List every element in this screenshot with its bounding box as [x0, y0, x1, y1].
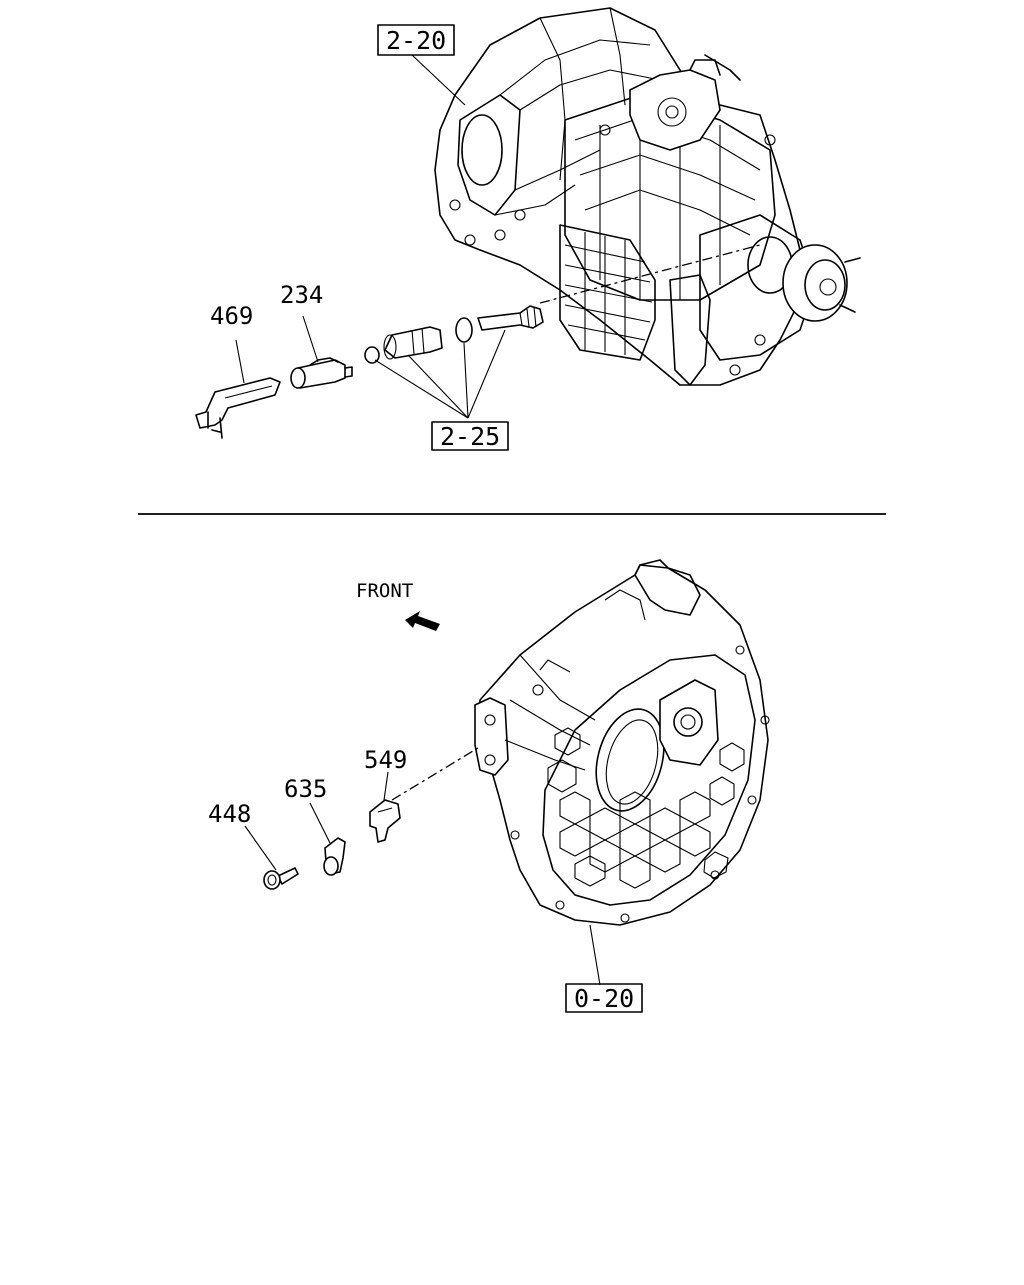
- speedometer-driven-gear-parts: [195, 305, 544, 439]
- part-number-448: 448: [208, 800, 251, 828]
- leader-635: [309, 802, 331, 844]
- front-direction-indicator: FRONT: [356, 580, 440, 631]
- callout-ref-2-20: 2-20: [377, 24, 455, 56]
- front-arrow-icon: [405, 611, 440, 631]
- leader-549: [383, 771, 389, 801]
- crank-position-sensor-parts: [263, 799, 401, 890]
- callout-ref-2-25: 2-25: [431, 421, 509, 451]
- part-number-234: 234: [280, 281, 323, 309]
- callout-ref-2-20-text: 2-20: [386, 26, 446, 55]
- leader-0-20: [589, 924, 601, 986]
- leader-469: [235, 339, 245, 384]
- transmission-assembly: [434, 7, 861, 386]
- leader-448: [244, 825, 277, 871]
- callout-ref-2-25-text: 2-25: [440, 422, 500, 451]
- part-number-549: 549: [364, 746, 407, 774]
- leader-2-20: [411, 54, 466, 106]
- flywheel-housing: [391, 559, 770, 926]
- housing-honeycomb-grid: [547, 727, 745, 889]
- leader-234: [302, 315, 319, 363]
- callout-ref-0-20-text: 0-20: [574, 984, 634, 1013]
- part-number-469: 469: [210, 302, 253, 330]
- callout-ref-0-20: 0-20: [565, 983, 643, 1013]
- front-label: FRONT: [356, 580, 413, 602]
- part-number-635: 635: [284, 775, 327, 803]
